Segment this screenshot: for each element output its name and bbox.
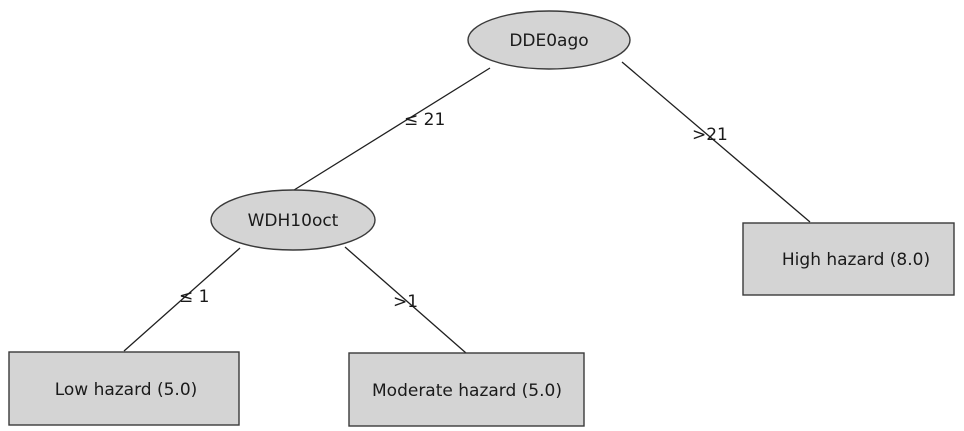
root-node-label: DDE0ago [509,31,588,51]
leaf-high-hazard-label: High hazard (8.0) [782,250,930,270]
leaf-high-hazard: High hazard (8.0) [742,222,955,296]
leaf-moderate-hazard-box [348,352,585,427]
split-node-label: WDH10oct [248,211,339,231]
leaf-low-hazard-label: Low hazard (5.0) [55,380,198,400]
split-node-shape [210,189,376,251]
edge-label-split-right: >1 [393,292,418,312]
leaf-low-hazard-box [8,351,240,426]
edge-label-root-left: ≤ 21 [404,110,445,130]
edge-label-root-right: >21 [692,125,728,145]
leaf-moderate-hazard: Moderate hazard (5.0) [348,352,585,427]
leaf-high-hazard-box [742,222,955,296]
edge-root-to-high [621,61,811,223]
split-node: WDH10oct [210,189,376,251]
leaf-moderate-hazard-label: Moderate hazard (5.0) [372,381,562,401]
root-node-shape [467,10,631,70]
root-node: DDE0ago [467,10,631,70]
edge-split-to-moderate [344,246,467,354]
leaf-low-hazard: Low hazard (5.0) [8,351,240,426]
edge-label-split-left: ≤ 1 [179,287,209,307]
edge-root-to-split [277,67,491,201]
edge-split-to-low [123,247,241,352]
